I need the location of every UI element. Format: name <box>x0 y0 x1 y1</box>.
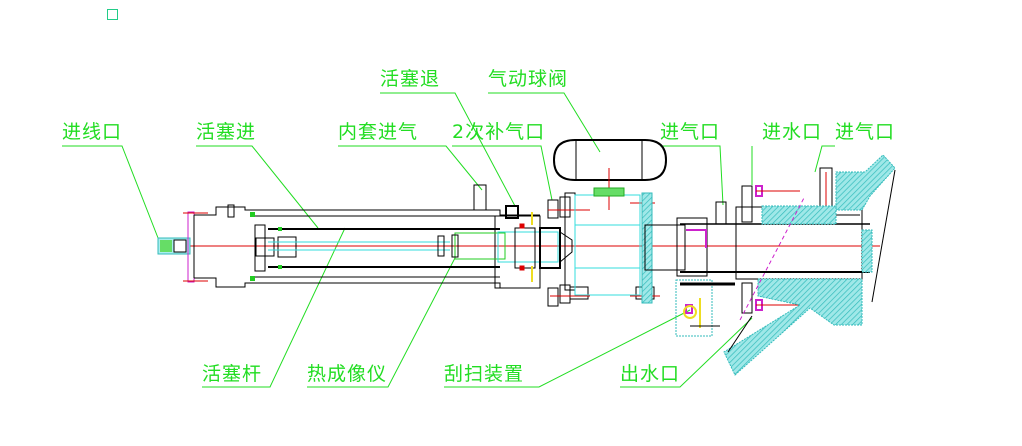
label-wire-inlet: 进线口 <box>62 121 123 143</box>
label-air-inlet-2: 进气口 <box>835 121 896 143</box>
label-secondary-air-supply-port: 2次补气口 <box>452 121 546 143</box>
corner-marker-square <box>107 9 118 20</box>
label-piston-advance: 活塞进 <box>196 121 257 143</box>
end-bolts <box>183 212 208 282</box>
actuator-coupling <box>593 187 625 197</box>
leader-scraper-device <box>444 309 691 388</box>
outlet-edge <box>727 315 753 353</box>
label-piston-retract: 活塞退 <box>380 68 441 90</box>
magenta-fittings <box>685 185 763 314</box>
leader-piston-advance <box>196 145 319 229</box>
leader-wire-inlet <box>62 145 161 244</box>
label-thermal-imager: 热成像仪 <box>307 363 388 385</box>
leader-thermal-imager <box>307 257 456 388</box>
leader-inner-sleeve-air-inlet <box>338 145 483 191</box>
wire-inlet-fitting <box>157 237 191 255</box>
label-pneumatic-ball-valve: 气动球阀 <box>488 68 569 90</box>
dashed-axis <box>739 195 806 321</box>
housing-edge <box>871 169 896 303</box>
scraper-yellow-parts <box>683 298 701 328</box>
pneumatic-actuator <box>552 139 668 181</box>
green-seals <box>250 212 282 281</box>
leader-secondary-air-supply-port <box>452 145 553 201</box>
label-scraper-device: 刮扫装置 <box>444 363 525 385</box>
thermal-imager-lens <box>437 227 573 269</box>
leader-piston-retract <box>380 92 516 207</box>
lens-markers <box>519 223 525 271</box>
valve-flange-hatch <box>641 192 653 304</box>
furnace-housing <box>723 154 896 376</box>
leader-piston-rod <box>202 227 346 388</box>
label-water-inlet: 进水口 <box>762 121 823 143</box>
piston-rod <box>268 231 559 263</box>
label-inner-sleeve-air-inlet: 内套进气 <box>338 121 419 143</box>
outlet-bolt-lines <box>756 172 827 306</box>
leader-air-inlet-2 <box>814 145 835 173</box>
leader-pneumatic-ball-valve <box>488 92 601 153</box>
scraper-device <box>675 279 713 337</box>
label-air-inlet-1: 进气口 <box>660 121 721 143</box>
leader-lines <box>62 92 835 388</box>
label-piston-rod: 活塞杆 <box>202 363 263 385</box>
label-water-outlet: 出水口 <box>620 363 681 385</box>
cylinder-body <box>193 184 541 289</box>
leader-air-inlet-1 <box>660 145 724 206</box>
leader-water-outlet <box>620 317 753 388</box>
